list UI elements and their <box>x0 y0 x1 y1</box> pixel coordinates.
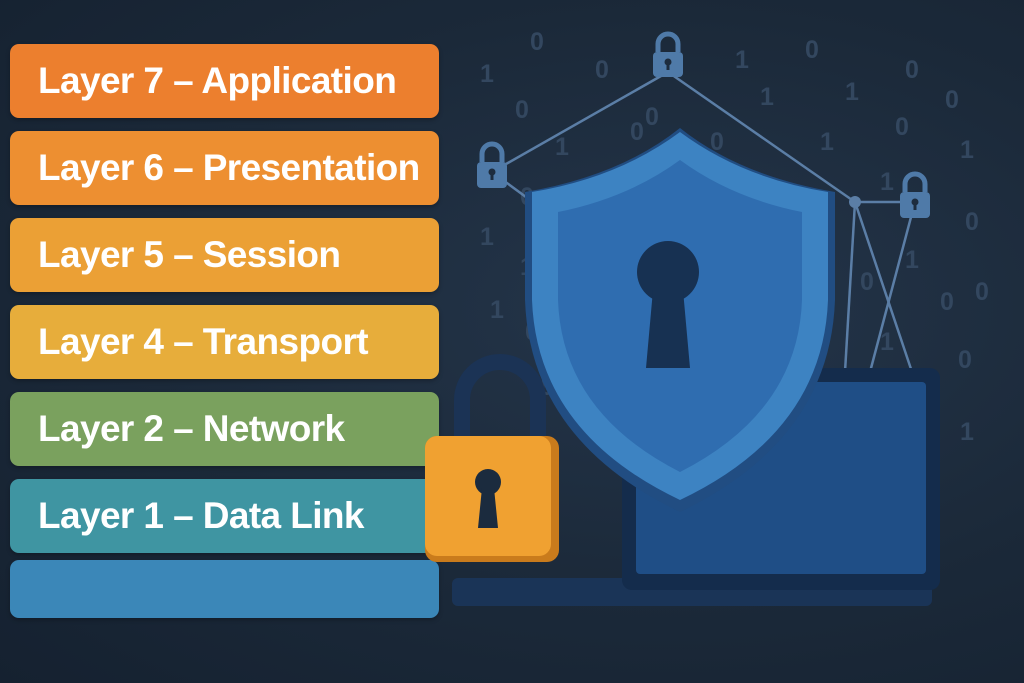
binary-digit: 1 <box>480 60 494 88</box>
small-lock-icon <box>900 171 930 218</box>
layer-bar-blank <box>10 560 439 618</box>
network-node <box>849 196 861 208</box>
binary-digit: 0 <box>940 288 954 316</box>
binary-digit: 0 <box>630 118 644 146</box>
small-lock-icon <box>477 141 507 188</box>
shield-icon <box>525 128 835 512</box>
layer-bar: Layer 2 – Network <box>10 392 439 466</box>
layer-bar: Layer 4 – Transport <box>10 305 439 379</box>
binary-digit: 1 <box>845 78 859 106</box>
binary-digit: 1 <box>960 418 974 446</box>
binary-digit: 0 <box>515 96 529 124</box>
binary-digit: 1 <box>555 133 569 161</box>
binary-digit: 0 <box>958 346 972 374</box>
binary-digit: 0 <box>895 113 909 141</box>
layer-bar: Layer 6 – Presentation <box>10 131 439 205</box>
binary-digit: 0 <box>805 36 819 64</box>
padlock-icon <box>425 354 559 562</box>
binary-digit: 1 <box>480 223 494 251</box>
binary-digit: 0 <box>965 208 979 236</box>
binary-digit: 0 <box>975 278 989 306</box>
binary-digit: 0 <box>905 56 919 84</box>
binary-digit: 1 <box>760 83 774 111</box>
binary-digit: 0 <box>595 56 609 84</box>
binary-digit: 0 <box>945 86 959 114</box>
keyhole-icon <box>637 241 699 368</box>
binary-digit: 1 <box>905 246 919 274</box>
binary-digit: 1 <box>880 328 894 356</box>
binary-digit: 0 <box>710 128 724 156</box>
layer-bar: Layer 5 – Session <box>10 218 439 292</box>
small-lock-icon <box>653 31 683 77</box>
binary-digit: 1 <box>735 46 749 74</box>
layer-bar: Layer 1 – Data Link <box>10 479 439 553</box>
binary-digit: 1 <box>960 136 974 164</box>
binary-digit: 1 <box>490 296 504 324</box>
binary-digit: 0 <box>645 103 659 131</box>
binary-digit: 1 <box>880 168 894 196</box>
binary-digit: 0 <box>530 28 544 56</box>
layer-bar: Layer 7 – Application <box>10 44 439 118</box>
binary-digit: 0 <box>860 268 874 296</box>
binary-digit: 1 <box>820 128 834 156</box>
